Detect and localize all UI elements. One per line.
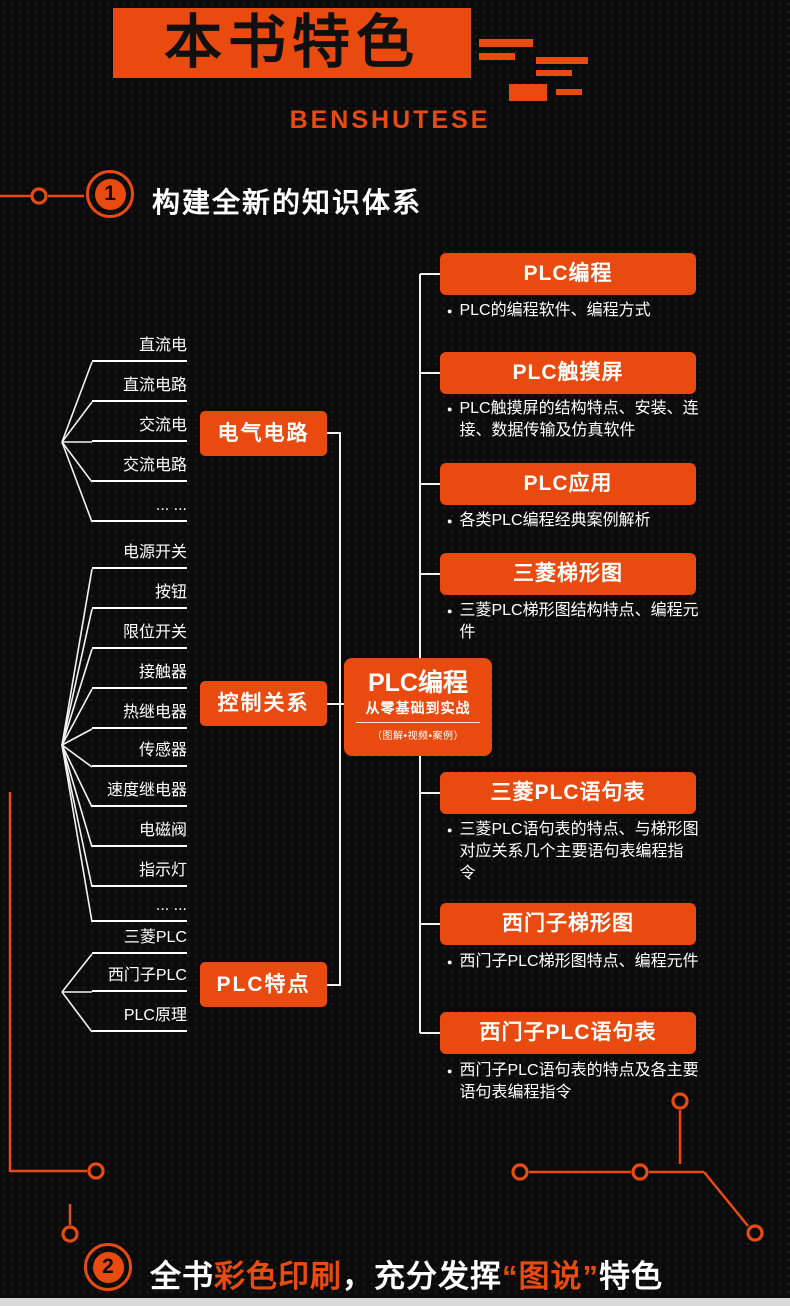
dash-decoration xyxy=(536,57,588,64)
header-banner: 本书特色 xyxy=(113,8,471,78)
leaf-label: 直流电 xyxy=(92,336,187,362)
section-1-number: 1 xyxy=(94,178,126,210)
topic-desc-text: 三菱PLC梯形图结构特点、编程元件 xyxy=(459,602,699,641)
topic-desc-text: PLC触摸屏的结构特点、安装、连接、数据传输及仿真软件 xyxy=(459,400,699,439)
heading-segment-highlight: 图说 xyxy=(518,1259,583,1294)
page-title: 本书特色 xyxy=(163,10,420,75)
topic-desc: ● PLC触摸屏的结构特点、安装、连接、数据传输及仿真软件 xyxy=(447,398,699,442)
leaf-label: 限位开关 xyxy=(92,623,187,649)
leaf-label: 速度继电器 xyxy=(92,781,187,807)
topic-box: PLC触摸屏 xyxy=(440,352,696,394)
tree-bus-lines xyxy=(327,273,441,1034)
close-quote: ” xyxy=(582,1259,599,1294)
topic-box: 三菱PLC语句表 xyxy=(440,772,696,814)
bullet-icon: ● xyxy=(447,404,453,414)
center-node-note: （图解•视频•案例） xyxy=(355,722,481,742)
topic-desc: ● 三菱PLC语句表的特点、与梯形图对应关系几个主要语句表编程指令 xyxy=(447,819,699,885)
topic-box: 三菱梯形图 xyxy=(440,553,696,595)
bullet-icon: ● xyxy=(447,1066,453,1076)
leaf-label: 指示灯 xyxy=(92,861,187,887)
bullet-icon: ● xyxy=(447,606,453,616)
center-node-title: PLC编程 xyxy=(367,669,468,697)
leaf-label: 西门子PLC xyxy=(92,966,187,992)
leaf-label: ... ... xyxy=(92,496,187,522)
next-section-edge xyxy=(0,1298,790,1306)
topic-desc: ● PLC的编程软件、编程方式 xyxy=(447,300,699,322)
topic-desc-text: 西门子PLC梯形图特点、编程元件 xyxy=(459,953,699,970)
section-1-badge: 1 xyxy=(86,170,134,218)
square-decoration xyxy=(509,84,547,101)
topic-desc-text: 各类PLC编程经典案例解析 xyxy=(459,512,651,529)
bullet-icon: ● xyxy=(447,516,453,526)
heading-segment-highlight: 彩色印刷 xyxy=(214,1259,342,1294)
bullet-icon: ● xyxy=(447,306,453,316)
leaf-label: 热继电器 xyxy=(92,703,187,729)
leaf-label: 交流电 xyxy=(92,416,187,442)
topic-desc: ● 西门子PLC梯形图特点、编程元件 xyxy=(447,951,699,973)
leaf-label: 电源开关 xyxy=(92,543,187,569)
circuit-trace-decoration xyxy=(0,187,764,1243)
category-box-control-relation: 控制关系 xyxy=(200,681,327,726)
section-2-number: 2 xyxy=(92,1251,124,1283)
center-node: PLC编程 从零基础到实战 （图解•视频•案例） xyxy=(344,658,492,756)
topic-box: PLC编程 xyxy=(440,253,696,295)
leaf-label: ... ... xyxy=(92,896,187,922)
topic-desc: ● 三菱PLC梯形图结构特点、编程元件 xyxy=(447,600,699,644)
page-subtitle: BENSHUTESE xyxy=(289,106,491,134)
bullet-icon: ● xyxy=(447,957,453,967)
leaf-label: 传感器 xyxy=(92,741,187,767)
leaf-label: 直流电路 xyxy=(92,376,187,402)
open-quote: “ xyxy=(502,1259,519,1294)
topic-desc: ● 西门子PLC语句表的特点及各主要语句表编程指令 xyxy=(447,1060,699,1104)
topic-box: 西门子PLC语句表 xyxy=(440,1012,696,1054)
dash-decoration xyxy=(536,70,572,76)
topic-box: 西门子梯形图 xyxy=(440,903,696,945)
leaf-label: 按钮 xyxy=(92,583,187,609)
heading-segment: 全书 xyxy=(150,1259,214,1294)
leaf-label: 接触器 xyxy=(92,663,187,689)
category-box-electric-circuit: 电气电路 xyxy=(200,411,327,456)
topic-desc-text: 西门子PLC语句表的特点及各主要语句表编程指令 xyxy=(459,1062,699,1101)
leaf-label: 交流电路 xyxy=(92,456,187,482)
heading-segment: 特色 xyxy=(599,1259,663,1294)
section-2-badge: 2 xyxy=(84,1243,132,1291)
category-box-plc-features: PLC特点 xyxy=(200,962,327,1007)
dash-decoration xyxy=(479,53,515,60)
dash-decoration xyxy=(556,89,582,95)
dash-decoration xyxy=(479,39,533,47)
leaf-label: 电磁阀 xyxy=(92,821,187,847)
topic-box: PLC应用 xyxy=(440,463,696,505)
heading-segment: ，充分发挥 xyxy=(342,1259,502,1294)
leaf-label: PLC原理 xyxy=(92,1006,187,1032)
topic-desc: ● 各类PLC编程经典案例解析 xyxy=(447,510,699,532)
leaf-label: 三菱PLC xyxy=(92,928,187,954)
topic-desc-text: PLC的编程软件、编程方式 xyxy=(459,302,651,319)
section-2-heading: 全书彩色印刷，充分发挥“图说”特色 xyxy=(150,1251,663,1296)
topic-desc-text: 三菱PLC语句表的特点、与梯形图对应关系几个主要语句表编程指令 xyxy=(459,821,699,882)
section-1-heading: 构建全新的知识体系 xyxy=(152,187,423,218)
center-node-subtitle: 从零基础到实战 xyxy=(365,700,471,716)
bullet-icon: ● xyxy=(447,825,453,835)
branch-fan-lines xyxy=(61,361,93,1033)
